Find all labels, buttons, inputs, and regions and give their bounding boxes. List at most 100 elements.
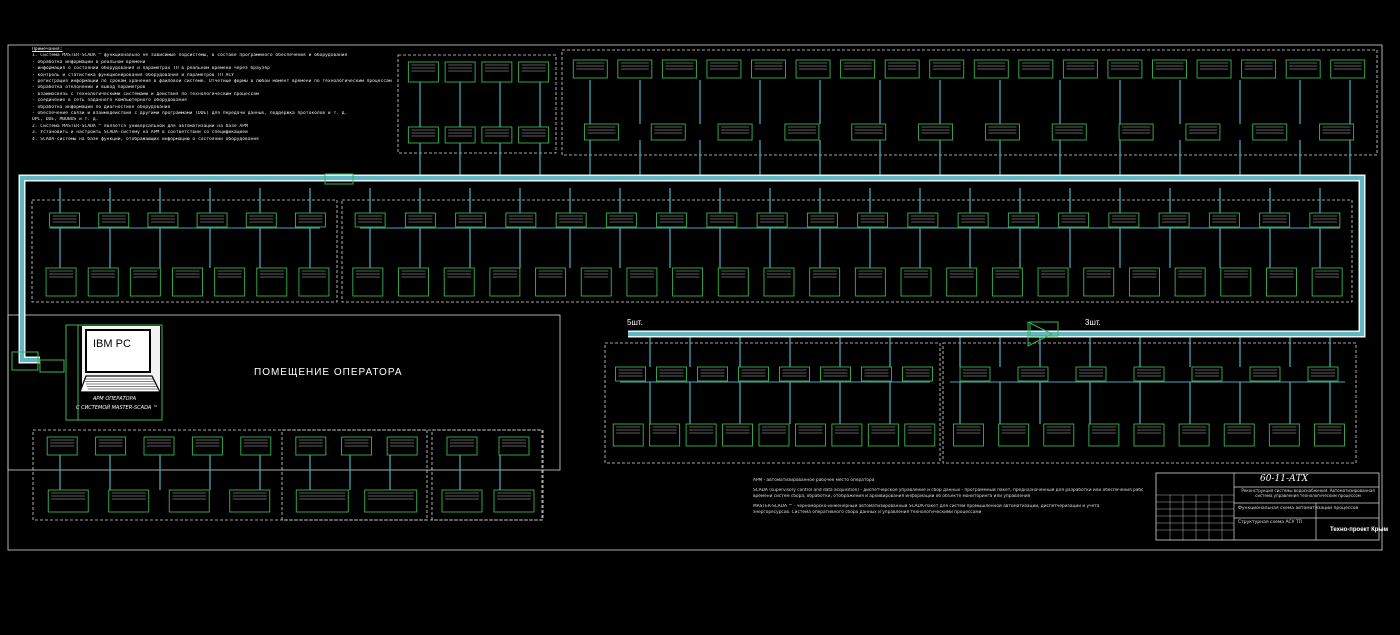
device-box: [1133, 366, 1165, 382]
left-branch-count: 5шт.: [627, 318, 643, 327]
device-box: [1088, 423, 1120, 447]
device-box: [902, 366, 933, 382]
dashed-zone: [431, 429, 543, 521]
device-box: [1220, 267, 1252, 297]
device-box: [617, 59, 653, 79]
device-box: [535, 267, 567, 297]
device-box: [706, 212, 738, 228]
device-box: [191, 436, 223, 456]
notes-line: - соединение в сеть заданного компьютерн…: [32, 98, 187, 104]
device-box: [47, 489, 89, 513]
device-box: [341, 436, 372, 456]
device-box: [758, 423, 790, 447]
title-block: [1155, 472, 1380, 541]
device-box: [794, 423, 826, 447]
device-box: [214, 267, 246, 297]
device-box: [1058, 212, 1090, 228]
legend-line: MASTER-SCADA ™ - черноморско-инженерный …: [753, 504, 1100, 509]
device-box: [1062, 59, 1098, 79]
device-box: [857, 212, 889, 228]
operator-room-frame: [7, 314, 561, 471]
device-box: [444, 61, 476, 83]
bus-line: [20, 322, 40, 362]
bus-outline: [18, 322, 40, 364]
notes-line: 3. Установить и настроить SCADA-систему …: [32, 130, 248, 136]
device-box: [953, 423, 985, 447]
device-box: [957, 212, 989, 228]
device-box: [626, 267, 658, 297]
lower-bus-switch: [1029, 321, 1059, 337]
device-box: [959, 366, 991, 382]
bus-coupler: [324, 173, 354, 185]
device-box: [1319, 123, 1355, 141]
device-box: [1018, 59, 1054, 79]
device-box: [820, 366, 851, 382]
device-box: [229, 489, 271, 513]
device-box: [756, 212, 788, 228]
device-box: [518, 126, 550, 144]
device-box: [295, 436, 327, 456]
device-box: [354, 212, 386, 228]
device-box: [1174, 267, 1206, 297]
company-name: Техно-проект Крым: [1330, 527, 1389, 533]
operator-room-title: ПОМЕЩЕНИЕ ОПЕРАТОРА: [254, 367, 403, 378]
bus-outline: [18, 174, 1366, 338]
device-box: [446, 436, 478, 456]
device-box: [779, 366, 810, 382]
device-box: [806, 212, 838, 228]
switch-symbol: [1027, 321, 1054, 347]
device-box: [697, 366, 728, 382]
device-box: [172, 267, 203, 297]
notes-line: 2. Система MASTER-SCADA ™ является униве…: [32, 123, 248, 129]
connection-lines: [50, 80, 1351, 490]
device-box: [245, 212, 277, 228]
notes-line: ОРС, DDE, MODBUS и т. д.: [32, 117, 99, 123]
dashed-zone: [942, 342, 1357, 464]
device-box: [1051, 123, 1087, 141]
dashed-zone: [31, 199, 338, 303]
device-box: [851, 123, 887, 141]
notes-line: - обработка информации в реальном времен…: [32, 59, 146, 65]
device-box: [1311, 267, 1343, 297]
device-box: [763, 267, 795, 297]
device-box: [298, 267, 330, 297]
device-box: [505, 212, 537, 228]
device-box: [572, 59, 608, 79]
device-box: [1017, 366, 1049, 382]
device-box: [1259, 212, 1291, 228]
device-box: [294, 212, 326, 228]
drawing-code: 60-11-АТХ: [1260, 474, 1309, 484]
device-box: [1083, 267, 1115, 297]
device-box: [1158, 212, 1190, 228]
device-box: [407, 126, 439, 144]
device-box: [444, 126, 476, 144]
device-box: [861, 366, 892, 382]
device-box: [98, 212, 130, 228]
device-box: [580, 267, 612, 297]
device-box: [240, 436, 272, 456]
dashed-zone: [561, 49, 1378, 156]
legend-line: SCADA (supervisory control and data acqu…: [753, 488, 1143, 493]
device-box: [196, 212, 228, 228]
device-box: [854, 267, 886, 297]
device-box: [998, 423, 1030, 447]
device-box: [481, 126, 513, 144]
device-box: [706, 59, 742, 79]
device-box: [656, 366, 687, 382]
device-box: [809, 267, 841, 297]
device-box: [45, 267, 77, 297]
device-box: [615, 366, 646, 382]
device-box: [386, 436, 418, 456]
dashed-zone: [397, 54, 557, 154]
device-box: [991, 267, 1023, 297]
device-box: [1266, 267, 1297, 297]
drawing-title: Функциональная схема автоматизации проце…: [1238, 506, 1359, 511]
notes-heading: Примечания:: [32, 47, 63, 52]
dashed-zone: [341, 199, 1353, 303]
bus-line: [20, 176, 1364, 336]
device-box: [1043, 423, 1075, 447]
device-box: [1075, 366, 1107, 382]
device-box: [784, 123, 820, 141]
device-box: [840, 59, 876, 79]
device-box: [751, 59, 786, 79]
